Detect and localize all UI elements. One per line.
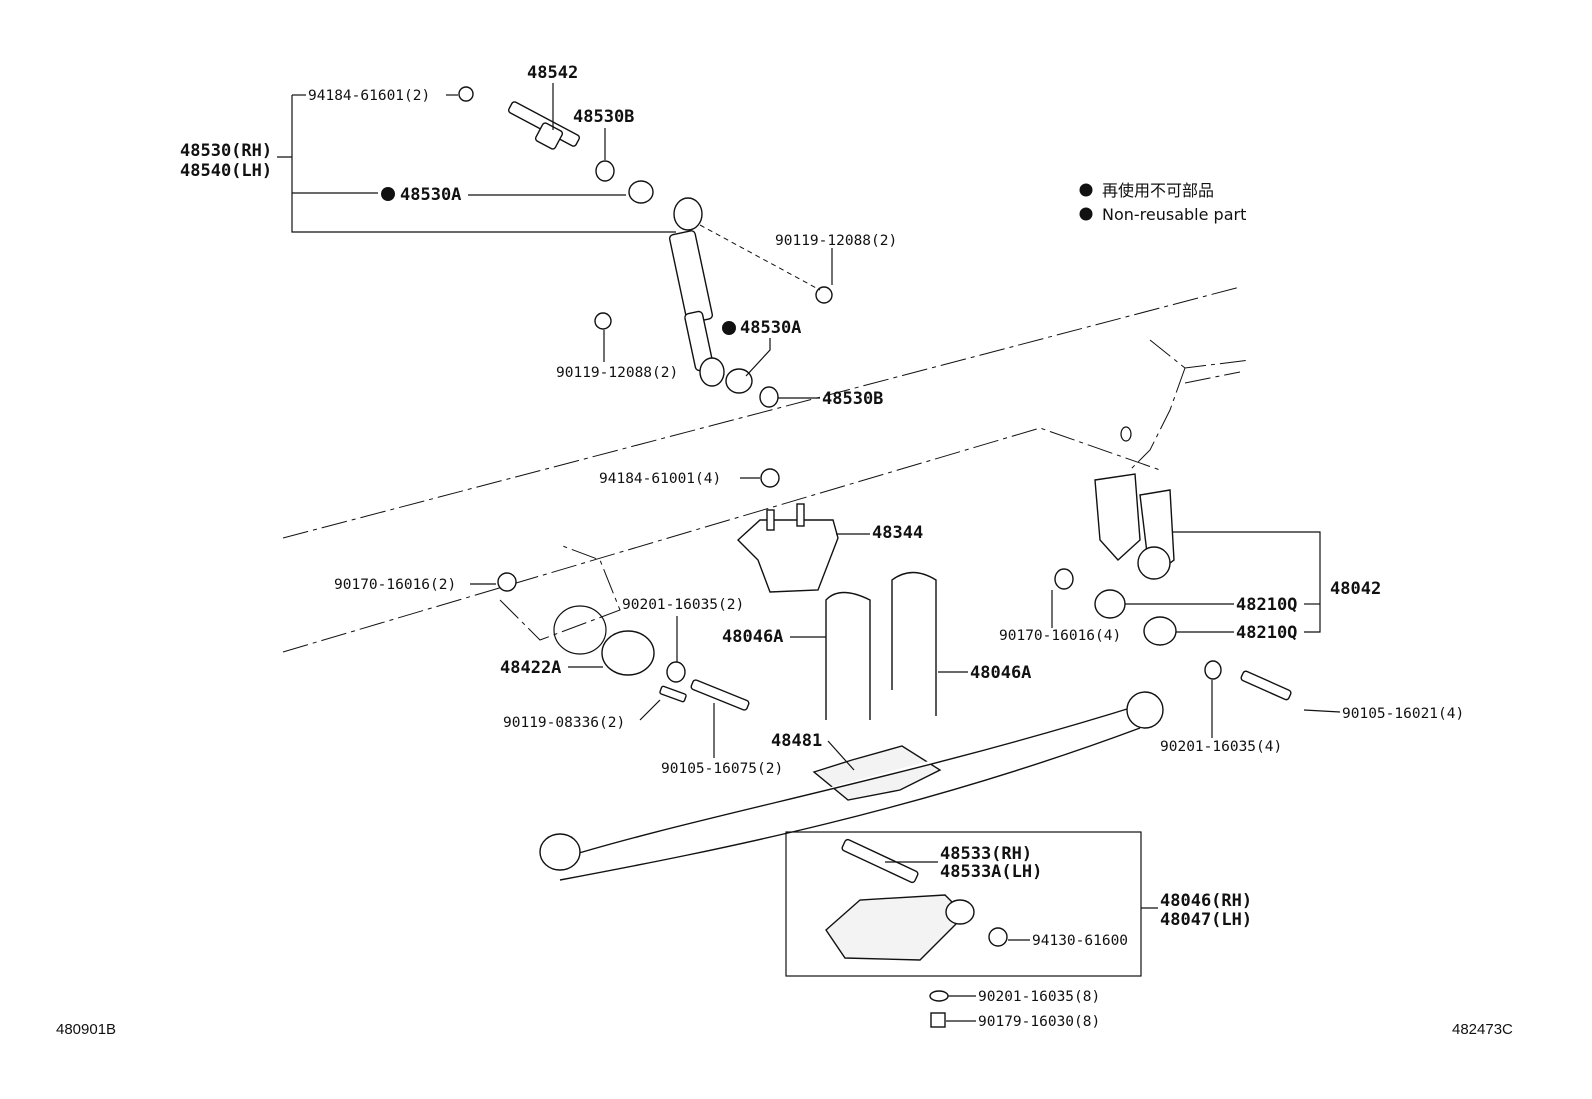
inset-frame bbox=[785, 831, 1142, 977]
label-48046-rh: 48046(RH) bbox=[1160, 891, 1252, 911]
u-bolts bbox=[825, 571, 937, 720]
bushings-and-washers bbox=[458, 86, 833, 408]
spring-seat bbox=[812, 745, 942, 801]
label-48530b-top: 48530B bbox=[573, 107, 634, 127]
label-48530a-top: 48530A bbox=[400, 185, 461, 205]
label-94184-61001: 94184-61001(4) bbox=[599, 471, 721, 487]
legend-text-jp: 再使用不可部品 bbox=[1102, 181, 1214, 200]
label-48542: 48542 bbox=[527, 63, 578, 83]
leader-lines bbox=[277, 83, 1341, 1022]
part-labels: 94184-61601(2) 48542 48530B 48530(RH) 48… bbox=[180, 63, 1464, 1030]
legend: 再使用不可部品 Non-reusable part bbox=[1079, 181, 1246, 224]
label-48422a: 48422A bbox=[500, 658, 561, 678]
shock-absorber bbox=[668, 197, 725, 387]
label-48530b-mid: 48530B bbox=[822, 389, 883, 409]
shock-bolt-48542 bbox=[507, 101, 581, 150]
label-48042: 48042 bbox=[1330, 579, 1381, 599]
figure-code-right: 482473C bbox=[1452, 1021, 1513, 1038]
non-reusable-marker-48530a-mid bbox=[722, 321, 736, 335]
label-90201-16035-left: 90201-16035(2) bbox=[622, 597, 744, 613]
bump-stopper bbox=[736, 468, 839, 593]
label-48533a-lh: 48533A(LH) bbox=[940, 862, 1042, 882]
non-reusable-marker-48530a-top bbox=[381, 187, 395, 201]
washer-nut-bottom bbox=[929, 990, 949, 1028]
label-48210q-bottom: 48210Q bbox=[1236, 623, 1297, 643]
label-90201-16035-bottom: 90201-16035(8) bbox=[978, 989, 1100, 1005]
label-48530-rh: 48530(RH) bbox=[180, 141, 272, 161]
label-90119-12088-left: 90119-12088(2) bbox=[556, 365, 678, 381]
label-48046a-right: 48046A bbox=[970, 663, 1031, 683]
label-90119-12088-right: 90119-12088(2) bbox=[775, 233, 897, 249]
spring-shackle bbox=[1054, 473, 1292, 701]
label-90119-08336: 90119-08336(2) bbox=[503, 715, 625, 731]
label-90170-16016-left: 90170-16016(2) bbox=[334, 577, 456, 593]
figure-code-left: 480901B bbox=[56, 1021, 116, 1038]
label-90170-16016-right: 90170-16016(4) bbox=[999, 628, 1121, 644]
label-90105-16021: 90105-16021(4) bbox=[1342, 706, 1464, 722]
label-48481: 48481 bbox=[771, 731, 822, 751]
label-48047-lh: 48047(LH) bbox=[1160, 910, 1252, 930]
legend-text-en: Non-reusable part bbox=[1102, 205, 1246, 224]
legend-marker-jp bbox=[1079, 183, 1093, 197]
label-48540-lh: 48540(LH) bbox=[180, 161, 272, 181]
label-94184-61601: 94184-61601(2) bbox=[308, 88, 430, 104]
label-90105-16075: 90105-16075(2) bbox=[661, 761, 783, 777]
label-48533-rh: 48533(RH) bbox=[940, 844, 1032, 864]
label-48530a-mid: 48530A bbox=[740, 318, 801, 338]
label-48344: 48344 bbox=[872, 523, 923, 543]
leaf-spring bbox=[539, 691, 1164, 881]
bolt-dashed-guide bbox=[699, 224, 821, 291]
label-48046a-left: 48046A bbox=[722, 627, 783, 647]
spring-bracket bbox=[497, 572, 750, 711]
legend-marker-en bbox=[1079, 207, 1093, 221]
label-90179-16030: 90179-16030(8) bbox=[978, 1014, 1100, 1030]
spring-hanger-bolt bbox=[825, 838, 1008, 961]
label-94130-61600: 94130-61600 bbox=[1032, 933, 1128, 949]
vehicle-frame-outline bbox=[282, 286, 1251, 655]
label-90201-16035-right: 90201-16035(4) bbox=[1160, 739, 1282, 755]
label-48210q-top: 48210Q bbox=[1236, 595, 1297, 615]
